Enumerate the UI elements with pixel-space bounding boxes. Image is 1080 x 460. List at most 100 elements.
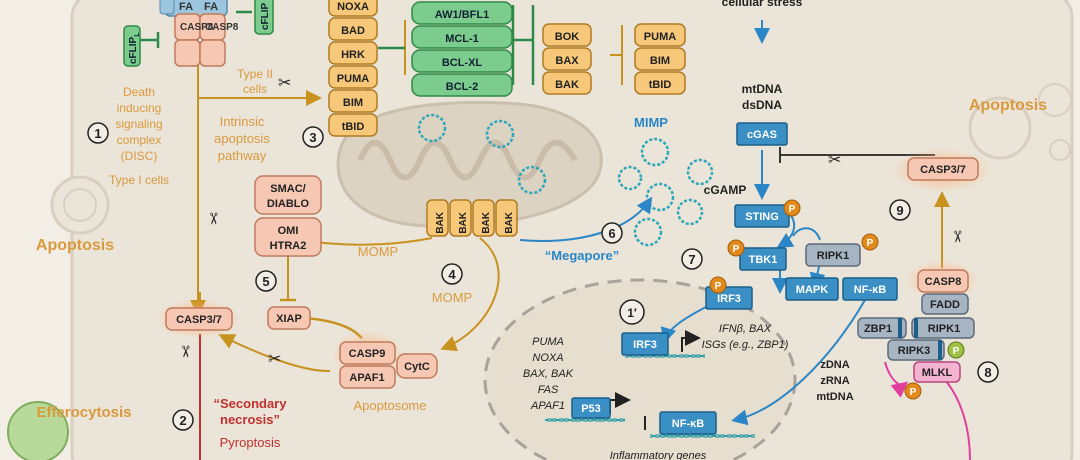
apaf1-label: APAF1 (349, 372, 384, 384)
nfkb-nuc-box (659, 411, 717, 435)
scissors-icon: ✂ (268, 351, 281, 368)
intrinsic-line: apoptosis (214, 131, 270, 146)
dna-strand (650, 432, 755, 440)
phospho-label: P (733, 244, 740, 255)
irf3-top-label: IRF3 (717, 293, 741, 305)
dna-strand (625, 352, 705, 360)
bh3-bim: BIM (343, 97, 363, 109)
p53-label: P53 (581, 403, 601, 415)
cflip-label-right: cFLIP (260, 2, 271, 30)
scissors-icon: ✂ (948, 230, 965, 243)
casp8-right-box (917, 269, 969, 293)
mlkl-box (913, 361, 961, 383)
omi-label: OMI (278, 225, 299, 237)
cellular-stress-label: cellular stress (722, 0, 803, 9)
ripk1-nec-label: RIPK1 (928, 323, 960, 335)
megapore-label: “Megapore” (545, 248, 619, 263)
ripk1-top-box (805, 243, 861, 267)
p53-box (571, 397, 611, 419)
mtdna-rings (417, 113, 714, 247)
mlkl-label: MLKL (922, 367, 953, 379)
zbp1-label: ZBP1 (864, 323, 892, 335)
p53-target-line: NOXA (532, 352, 563, 364)
htra2-label: HTRA2 (270, 240, 307, 252)
smac-label: SMAC/ (270, 183, 305, 195)
ripk3-label: RIPK3 (898, 345, 930, 357)
anti-bcl2: BCL-2 (446, 81, 478, 93)
bak-pore (426, 199, 518, 237)
phospho-markers (709, 199, 965, 400)
ripk1-top-label: RIPK1 (817, 250, 849, 262)
effector-bak: BAK (555, 79, 579, 91)
casp8-box (174, 39, 201, 67)
ifn-label: IFNβ, BAX (719, 323, 772, 335)
disc-type1-line: Type I cells (109, 173, 169, 187)
cgas-box (736, 122, 788, 146)
scissors-icon: ✂ (176, 345, 193, 358)
momp-label-1: MOMP (358, 244, 398, 259)
bak-label: BAK (458, 211, 469, 233)
p53-target-line: BAX, BAK (523, 368, 574, 380)
apoptosis-left-label: Apoptosis (36, 237, 114, 254)
mapk-label: MAPK (796, 284, 828, 296)
scissors-icon: ✂ (828, 152, 841, 169)
dna-strand (545, 416, 625, 424)
cflip-box-left (123, 25, 141, 67)
rhim-domain (898, 318, 902, 338)
secondary-necrosis-line: “Secondary (214, 396, 288, 411)
cell-body (70, 0, 1074, 460)
pink-line (944, 379, 971, 460)
p53-target-line: FAS (538, 384, 559, 396)
apaf1-box (339, 365, 396, 389)
casp8-right-label: CASP8 (925, 276, 962, 288)
membrane-bleb (1038, 83, 1072, 117)
step-1-prime: 1′ (627, 306, 637, 320)
nfkb-top-box (842, 277, 898, 301)
membrane-bleb (50, 175, 110, 235)
bak-label: BAK (504, 211, 515, 233)
effector-bok: BOK (555, 31, 580, 43)
phospho-label: P (867, 238, 874, 249)
smac-diablo-box (254, 175, 322, 215)
anti-mcl1: MCL-1 (445, 33, 479, 45)
step-1: 1 (94, 126, 101, 141)
cytc-box (396, 353, 438, 379)
dsdna-label: dsDNA (742, 98, 782, 112)
step-number-circles (87, 122, 999, 431)
activator-bim: BIM (650, 55, 670, 67)
xiap-box (267, 306, 311, 330)
receptor-stub (159, 0, 175, 15)
omi-htra2-box (254, 217, 322, 257)
scissors-icons: ✂ ✂ ✂ ✂ ✂ ✂ (176, 75, 965, 368)
apoptosome-label: Apoptosome (354, 398, 427, 413)
type2-line: cells (243, 82, 267, 96)
secondary-necrosis-line: necrosis” (220, 412, 280, 427)
fadd-right-label: FADD (930, 299, 960, 311)
bh3-noxa: NOXA (337, 1, 369, 13)
casp8-box (199, 39, 226, 67)
blue-arrows (519, 20, 866, 426)
bh3-puma: PUMA (337, 73, 369, 85)
cytc-label: CytC (404, 361, 430, 373)
scissors-icon: ✂ (278, 75, 291, 92)
ripk1-nec-box (911, 317, 975, 339)
casp37-right-label: CASP3/7 (920, 164, 966, 176)
bak-label: BAK (481, 211, 492, 233)
anti-bclxl: BCL-XL (442, 57, 483, 69)
disc-line: complex (117, 133, 162, 147)
mimp-label: MIMP (634, 115, 668, 130)
disc-line: Death (123, 85, 155, 99)
rhim-domain (938, 340, 942, 360)
intrinsic-line: pathway (218, 148, 267, 163)
efferocyte-cell (7, 401, 69, 460)
step-5: 5 (262, 274, 269, 289)
disc-line: signaling (115, 117, 162, 131)
efferocytosis-label: Efferocytosis (36, 404, 131, 421)
cflip-label-left: cFLIPL (128, 32, 141, 64)
fadd-right-box (921, 293, 969, 315)
phospho-label: P (715, 281, 722, 292)
mitochondrial-cristae (357, 139, 578, 181)
disc-line: (DISC) (121, 149, 158, 163)
